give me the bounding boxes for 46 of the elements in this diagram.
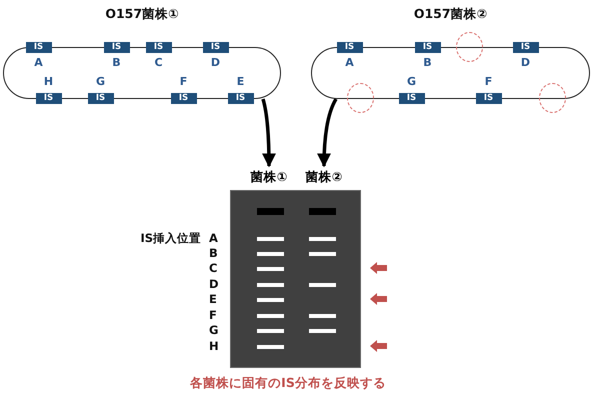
row-label: H [209, 339, 219, 353]
box-label: IS [210, 42, 222, 52]
strain-title: O157菌株② [412, 6, 488, 23]
box-label: IS [234, 92, 246, 104]
box-label: IS [32, 42, 44, 52]
box-label: IS [110, 42, 122, 52]
row-label: F [209, 308, 217, 322]
site-letter: F [484, 76, 494, 88]
caption: 各菌株に固有のIS分布を反映する [189, 375, 387, 392]
box-label: IS [152, 42, 164, 52]
site-letter: E [236, 76, 246, 88]
row-label: C [209, 261, 218, 275]
box-label: IS [94, 92, 106, 104]
site-letter: A [33, 56, 44, 68]
missing-site-circle [347, 83, 374, 113]
box-label: IS [520, 42, 532, 52]
box-label: IS [344, 42, 356, 52]
site-letter: D [210, 56, 222, 68]
box-label: IS [482, 92, 494, 104]
site-letter: D [520, 56, 532, 68]
site-letter: G [94, 76, 106, 88]
row-label: B [209, 246, 218, 260]
box-label: IS [422, 42, 434, 52]
site-letter: B [111, 56, 122, 68]
box-label: IS [178, 92, 190, 104]
gel-panel [230, 190, 361, 368]
arrow [261, 98, 276, 168]
site-letter: C [153, 56, 164, 68]
axis-label: IS挿入位置 [140, 231, 201, 245]
missing-site-circle [456, 32, 483, 62]
missing-site-circle [539, 83, 566, 113]
lane-header: 菌株① [248, 168, 290, 185]
box-label: IS [42, 92, 54, 104]
site-letter: F [178, 76, 188, 88]
box-label: IS [406, 92, 418, 104]
strain-title: O157菌株① [104, 6, 180, 23]
row-label: A [209, 231, 218, 245]
arrow [317, 98, 338, 168]
row-label: D [209, 277, 219, 291]
row-label: G [209, 323, 218, 337]
site-letter: A [344, 56, 355, 68]
site-letter: G [406, 76, 418, 88]
site-letter: B [422, 56, 433, 68]
lane-header: 菌株② [303, 168, 345, 185]
row-label: E [209, 292, 217, 306]
site-letter: H [42, 76, 54, 88]
